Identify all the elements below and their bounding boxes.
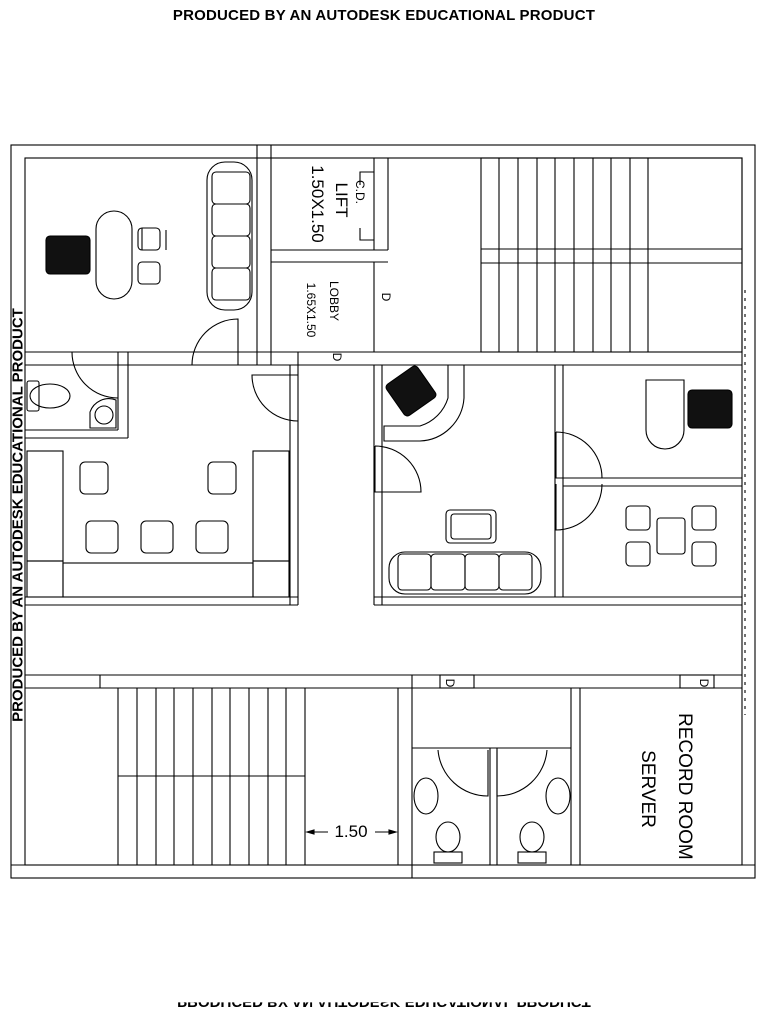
lift-size-label: 1.50X1.50 xyxy=(308,165,327,243)
meeting-table xyxy=(95,210,167,300)
dimension-label: 1.50 xyxy=(334,822,368,841)
watermark-top: PRODUCED BY AN AUTODESK EDUCATIONAL PROD… xyxy=(172,7,596,24)
lobby-size-label: 1.65X1.50 xyxy=(304,282,318,338)
server-label: SERVER xyxy=(637,750,658,828)
small-meeting-table xyxy=(625,505,717,567)
lobby-label: LOBBY xyxy=(327,280,341,322)
record-room-label: RECORD ROOM xyxy=(674,713,695,860)
door-label-wc: D xyxy=(443,678,457,688)
staircase-bottom xyxy=(117,688,399,865)
left-office-furniture xyxy=(26,450,290,598)
wc-bottom xyxy=(413,777,571,864)
wc-top-left xyxy=(26,380,117,429)
lift-label: LIFT xyxy=(332,182,351,218)
door-label-corridor: D xyxy=(330,352,344,362)
sofa-top-left xyxy=(206,161,253,311)
exec-chairs xyxy=(45,235,733,429)
door-swings xyxy=(71,318,603,797)
reception-furniture xyxy=(383,364,542,595)
interior-walls xyxy=(25,145,742,878)
staircase-top xyxy=(480,157,743,353)
door-label-lobby: D xyxy=(379,292,393,302)
outer-walls xyxy=(10,144,756,879)
door-label-record: D xyxy=(697,678,711,688)
lift-cd-label: C.D. xyxy=(353,180,367,204)
office-desk-right xyxy=(645,379,685,450)
